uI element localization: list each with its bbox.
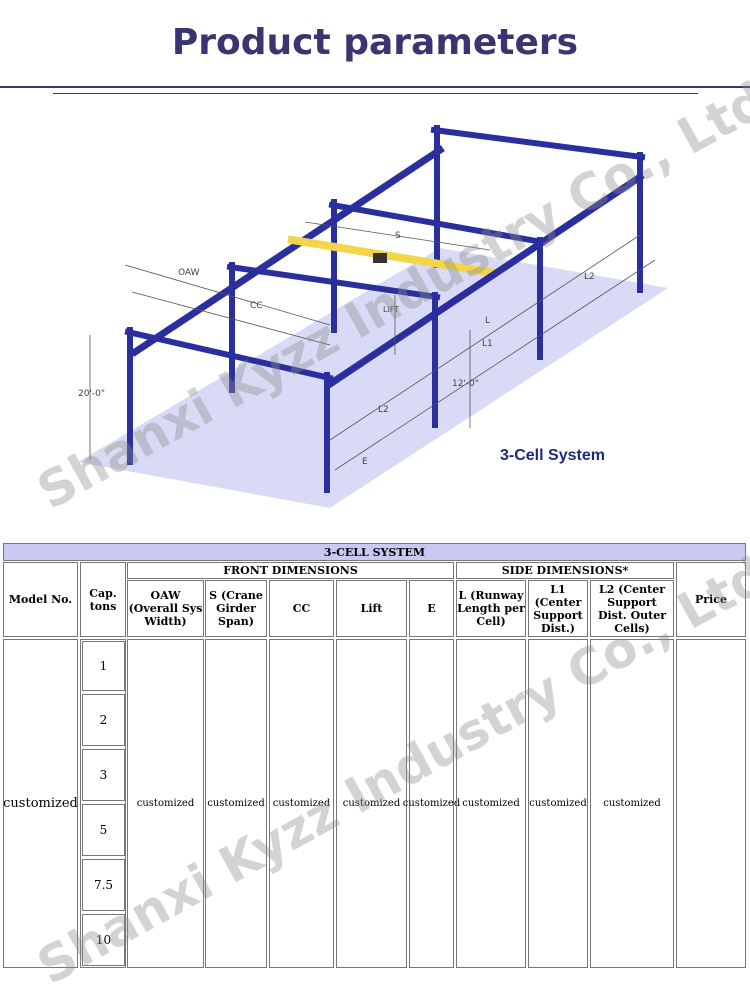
header-model: Model No. — [3, 562, 78, 637]
floor-plane — [78, 248, 668, 508]
label-s: S — [395, 231, 401, 241]
crane-frame — [124, 125, 646, 493]
cell-l2: customized — [590, 639, 674, 968]
header-l1: L1 (Center Support Dist.) — [528, 580, 588, 637]
cell-s: customized — [205, 639, 267, 968]
header-front-dimensions: FRONT DIMENSIONS — [127, 562, 454, 579]
crane-diagram: OAW CC S LIFT L L1 L2 L2 20'-0" 12'-0" E… — [78, 125, 668, 508]
label-lift: LIFT — [383, 305, 399, 314]
label-l2-back: L2 — [584, 272, 595, 282]
page-title: Product parameters — [171, 22, 579, 63]
cell-e: customized — [403, 639, 460, 968]
label-height-total: 20'-0" — [78, 389, 105, 399]
label-height-runway: 12'-0" — [452, 379, 479, 389]
header-lift: Lift — [336, 580, 407, 637]
header-l2: L2 (Center Support Dist. Outer Cells) — [590, 580, 674, 637]
cell-cap-group — [80, 639, 126, 968]
label-l2-front: L2 — [378, 405, 389, 415]
cap-7-5: 7.5 — [82, 859, 125, 911]
dimension-lines — [89, 221, 656, 471]
title-divider-thin — [53, 93, 698, 94]
label-cc: CC — [250, 301, 263, 311]
table-title: 3-CELL SYSTEM — [3, 543, 746, 561]
label-l1: L1 — [482, 339, 493, 349]
cell-lift: customized — [336, 639, 407, 968]
cell-model: customized — [3, 639, 78, 968]
title-divider-thick — [0, 86, 750, 88]
cap-10: 10 — [82, 914, 125, 966]
cap-5: 5 — [82, 804, 125, 856]
cell-l: customized — [456, 639, 526, 968]
cell-price — [676, 639, 746, 968]
header-cap: Cap. tons — [80, 562, 126, 637]
diagram-caption: 3-Cell System — [500, 447, 605, 464]
label-oaw: OAW — [178, 268, 200, 278]
header-l: L (Runway Length per Cell) — [456, 580, 526, 637]
label-e: E — [362, 457, 368, 467]
header-oaw: OAW (Overall Sys Width) — [127, 580, 204, 637]
cap-2: 2 — [82, 694, 125, 746]
header-s: S (Crane Girder Span) — [205, 580, 267, 637]
cap-1: 1 — [82, 641, 125, 691]
header-cc: CC — [269, 580, 334, 637]
header-e: E — [409, 580, 454, 637]
cell-l1: customized — [528, 639, 588, 968]
header-price: Price — [676, 562, 746, 637]
label-l: L — [485, 316, 490, 326]
header-side-dimensions: SIDE DIMENSIONS* — [456, 562, 674, 579]
cell-cc: customized — [269, 639, 334, 968]
cap-3: 3 — [82, 749, 125, 801]
cell-oaw: customized — [127, 639, 204, 968]
